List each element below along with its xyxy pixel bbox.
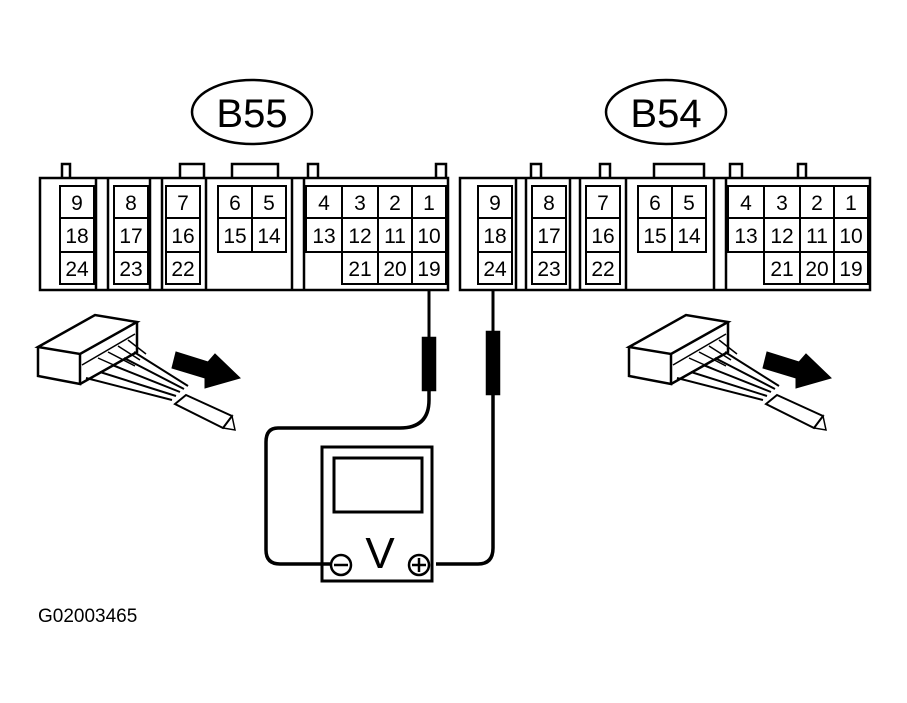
pin-label: 20 xyxy=(383,258,406,281)
pin-label: 21 xyxy=(770,258,793,281)
b54-connector xyxy=(458,162,872,292)
pin-label: 1 xyxy=(845,192,857,215)
pin-label: 6 xyxy=(649,192,661,215)
pin-label: 17 xyxy=(119,225,142,248)
arrow-icon-left xyxy=(171,351,241,389)
pin-label: 8 xyxy=(543,192,555,215)
arrow-icon-right xyxy=(762,351,832,389)
pin-label: 6 xyxy=(229,192,241,215)
voltmeter-symbol: V xyxy=(365,529,395,578)
probe-positive xyxy=(436,290,501,566)
b54-label: B54 xyxy=(630,92,701,136)
pin-label: 22 xyxy=(171,258,194,281)
pin-label: 18 xyxy=(65,225,88,248)
pin-label: 17 xyxy=(537,225,560,248)
pin-label: 11 xyxy=(384,225,406,248)
pin-label: 12 xyxy=(348,225,371,248)
b55-connector xyxy=(38,162,450,292)
pin-label: 21 xyxy=(348,258,371,281)
pin-label: 10 xyxy=(839,225,862,248)
pin-label: 8 xyxy=(125,192,137,215)
pin-label: 12 xyxy=(770,225,793,248)
pin-label: 15 xyxy=(643,225,666,248)
harness-connector-icon-right xyxy=(625,313,827,431)
pin-label: 2 xyxy=(811,192,823,215)
b55-label: B55 xyxy=(216,92,287,136)
voltmeter-display xyxy=(332,456,424,514)
pin-label: 22 xyxy=(591,258,614,281)
pin-label: 9 xyxy=(71,192,83,215)
pin-label: 10 xyxy=(417,225,440,248)
figure-id: G02003465 xyxy=(38,606,138,627)
pin-label: 18 xyxy=(483,225,506,248)
probe-negative xyxy=(264,290,437,566)
pin-label: 19 xyxy=(839,258,862,281)
pin-label: 3 xyxy=(776,192,788,215)
pin-label: 4 xyxy=(740,192,752,215)
positive-terminal-icon xyxy=(407,553,431,577)
pin-label: 23 xyxy=(537,258,560,281)
pin-label: 15 xyxy=(223,225,246,248)
pin-label: 13 xyxy=(312,225,335,248)
pin-label: 24 xyxy=(65,258,89,281)
b55-label-ellipse xyxy=(190,78,314,146)
pin-label: 24 xyxy=(483,258,507,281)
pin-label: 3 xyxy=(354,192,366,215)
pin-label: 16 xyxy=(171,225,194,248)
pin-label: 7 xyxy=(597,192,609,215)
voltmeter xyxy=(320,445,434,583)
pin-label: 9 xyxy=(489,192,501,215)
b55-pin-labels: 9 8 7 6 5 4 3 2 1 18 17 16 15 14 13 12 1… xyxy=(65,192,440,281)
negative-terminal-icon xyxy=(329,553,353,577)
pin-label: 14 xyxy=(677,225,701,248)
pin-label: 11 xyxy=(806,225,828,248)
pin-label: 1 xyxy=(423,192,435,215)
pin-label: 23 xyxy=(119,258,142,281)
pin-label: 5 xyxy=(683,192,695,215)
pin-label: 4 xyxy=(318,192,330,215)
pin-label: 16 xyxy=(591,225,614,248)
pin-label: 20 xyxy=(805,258,828,281)
pin-label: 7 xyxy=(177,192,189,215)
b54-label-ellipse xyxy=(604,78,728,146)
b54-pin-labels: 9 8 7 6 5 4 3 2 1 18 17 16 15 14 13 12 1… xyxy=(483,192,862,281)
pin-label: 13 xyxy=(734,225,757,248)
harness-connector-icon-left xyxy=(34,313,236,431)
pin-label: 14 xyxy=(257,225,281,248)
pin-label: 5 xyxy=(263,192,275,215)
pin-label: 19 xyxy=(417,258,440,281)
pin-label: 2 xyxy=(389,192,401,215)
